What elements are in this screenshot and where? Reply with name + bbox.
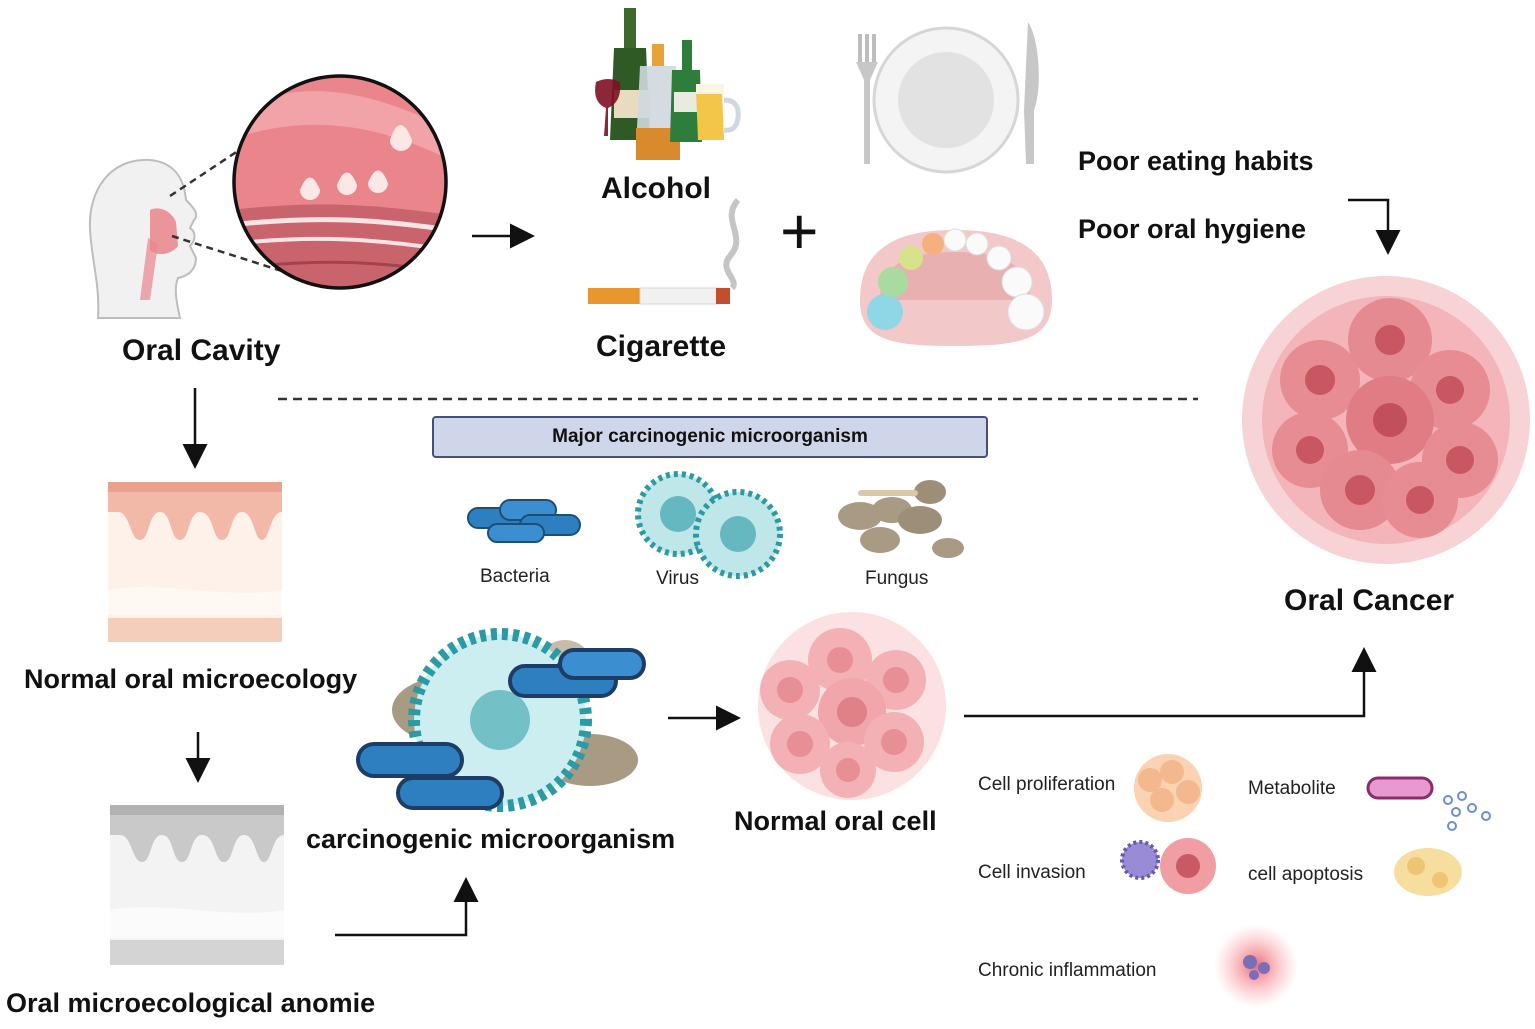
metabolite-label: Metabolite bbox=[1248, 778, 1336, 799]
anomie-tissue-icon bbox=[110, 805, 284, 965]
cell-proliferation-label: Cell proliferation bbox=[978, 774, 1116, 795]
normal-oral-cell-label: Normal oral cell bbox=[734, 806, 937, 836]
virus-label: Virus bbox=[656, 568, 699, 589]
cell-invasion-icon bbox=[1120, 838, 1216, 894]
arrow-to-oral-cancer-top bbox=[1348, 198, 1401, 255]
cell-apoptosis-label: cell apoptosis bbox=[1248, 864, 1364, 885]
oral-cancer-cluster-icon bbox=[1242, 276, 1530, 564]
oral-cavity-label: Oral Cavity bbox=[122, 334, 281, 367]
metabolite-icon bbox=[1366, 776, 1491, 831]
head-silhouette-icon bbox=[88, 158, 198, 319]
alcohol-bottles-icon bbox=[595, 8, 741, 160]
bacteria-label: Bacteria bbox=[480, 566, 550, 587]
arrow-to-oral-cancer-bottom bbox=[964, 647, 1377, 718]
zoom-line-top bbox=[169, 133, 263, 198]
arrow-to-carcinogenic bbox=[335, 877, 479, 937]
fungus-icon bbox=[838, 480, 964, 558]
cell-apoptosis-icon bbox=[1394, 848, 1462, 896]
cell-proliferation-icon bbox=[1134, 754, 1202, 822]
alcohol-label: Alcohol bbox=[601, 172, 711, 205]
zoom-line-bottom bbox=[171, 234, 286, 274]
chronic-inflammation-label: Chronic inflammation bbox=[978, 960, 1157, 981]
chronic-inflammation-icon bbox=[1214, 924, 1298, 1008]
plate-cutlery-icon bbox=[856, 22, 1039, 174]
bacteria-icon bbox=[467, 499, 581, 543]
cigarette-icon bbox=[588, 197, 741, 305]
poor-eating-habits-label: Poor eating habits bbox=[1078, 146, 1314, 176]
cell-invasion-label: Cell invasion bbox=[978, 862, 1086, 883]
oral-cancer-label: Oral Cancer bbox=[1284, 584, 1455, 617]
fungus-label: Fungus bbox=[865, 568, 929, 589]
plus-sign: + bbox=[780, 194, 819, 268]
mouth-zoom-icon bbox=[232, 74, 448, 290]
normal-microecology-label: Normal oral microecology bbox=[24, 664, 358, 694]
cigarette-label: Cigarette bbox=[596, 330, 727, 363]
carcinogenic-microorganism-label: carcinogenic microorganism bbox=[306, 824, 676, 854]
major-carcinogenic-banner: Major carcinogenic microorganism bbox=[432, 416, 988, 458]
normal-cell-cluster-icon bbox=[758, 612, 946, 800]
virus-icon bbox=[635, 471, 783, 579]
carcinogenic-cluster-icon bbox=[356, 628, 646, 812]
teeth-arch-icon bbox=[860, 228, 1052, 346]
poor-oral-hygiene-label: Poor oral hygiene bbox=[1078, 214, 1307, 244]
normal-tissue-icon bbox=[108, 482, 282, 642]
microecological-anomie-label: Oral microecological anomie bbox=[6, 988, 376, 1018]
